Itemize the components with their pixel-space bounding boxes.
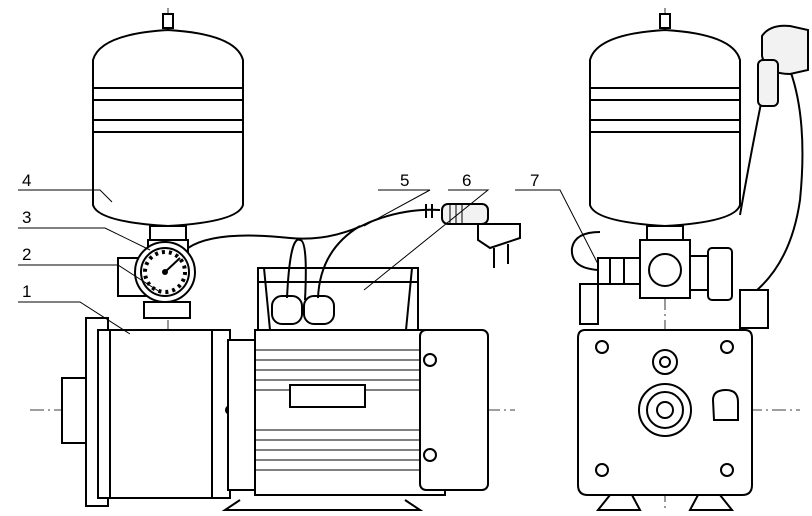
- tank-valve: [162, 13, 174, 29]
- cable: [187, 208, 441, 249]
- pump-housing: [61, 317, 261, 507]
- label-2: 2: [22, 245, 31, 264]
- manifold-block: [639, 239, 691, 299]
- plug-body: [441, 203, 489, 225]
- screw: [423, 448, 437, 462]
- pressure-switch: [597, 257, 641, 285]
- label-1: 1: [22, 282, 31, 301]
- pressure-tank: [92, 13, 244, 241]
- cable-gland: [271, 295, 303, 325]
- priming-plug: [652, 349, 678, 375]
- power-cable: [187, 203, 521, 299]
- front-tank: [589, 13, 741, 241]
- motor-body: [254, 329, 446, 496]
- pump-body: [97, 329, 231, 499]
- callout-labels: 4 3 2 1 5 6 7: [22, 171, 539, 301]
- nameplate: [289, 384, 366, 408]
- front-pump-body: [577, 329, 753, 511]
- plug-head: [477, 223, 521, 250]
- pressure-gauge-assembly: [117, 239, 196, 319]
- tank-connector: [149, 225, 187, 241]
- front-feet: [595, 494, 735, 511]
- leader-lines: [18, 189, 601, 335]
- screw: [423, 353, 437, 367]
- switch-cable: [570, 231, 601, 271]
- gauge-side: [707, 247, 733, 301]
- label-6: 6: [462, 171, 471, 190]
- label-5: 5: [400, 171, 409, 190]
- cable: [317, 225, 361, 299]
- sensor-cable-loop: [286, 238, 307, 301]
- front-view: [570, 8, 809, 512]
- inlet-port: [638, 383, 692, 437]
- front-cable: [739, 24, 809, 329]
- label-3: 3: [22, 208, 31, 227]
- tank-body: [92, 28, 244, 228]
- label-7: 7: [530, 171, 539, 190]
- plug-strain-relief: [757, 59, 779, 107]
- bracket: [579, 283, 599, 325]
- cable-gland-front: [739, 289, 769, 329]
- rotation-arrow-icon: [711, 388, 739, 421]
- control-box: [257, 238, 419, 331]
- motor-foot: [221, 499, 424, 511]
- motor: [221, 329, 489, 511]
- gauge-needle: [164, 257, 181, 273]
- front-manifold: [570, 231, 733, 325]
- label-4: 4: [22, 171, 31, 190]
- front-housing: [577, 329, 753, 496]
- fan-cover: [419, 329, 489, 491]
- side-view: [18, 8, 601, 511]
- outlet-pipe: [143, 301, 191, 319]
- cable-gland: [303, 295, 335, 325]
